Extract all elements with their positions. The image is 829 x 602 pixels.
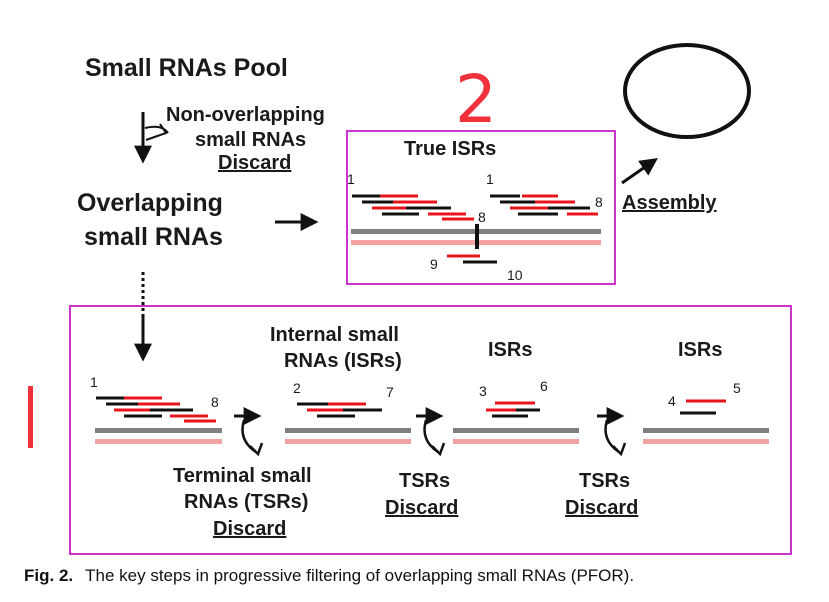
- true-reads-left: [352, 194, 474, 221]
- caption-label: Fig. 2.: [24, 566, 74, 585]
- true-n1a: 1: [347, 171, 355, 187]
- stage4-n4: 4: [668, 393, 676, 409]
- figure-caption: Fig. 2. The key steps in progressive filt…: [24, 566, 634, 586]
- tsr2-discard: Discard: [385, 497, 458, 519]
- stage1-reads: [96, 396, 216, 423]
- stage4-n5: 5: [733, 380, 741, 396]
- stage2-reads: [297, 402, 382, 418]
- tsr2-line1: TSRs: [399, 470, 450, 492]
- annotation-bar: [28, 386, 33, 448]
- stage1-genome-pink: [95, 439, 222, 444]
- pool-label: Small RNAs Pool: [85, 54, 288, 82]
- stage3-genome-gray: [453, 428, 579, 433]
- stage3-n6: 6: [540, 378, 548, 394]
- stage4-title: ISRs: [678, 339, 722, 361]
- caption-text: The key steps in progressive filtering o…: [85, 566, 635, 585]
- stage4-genome-gray: [643, 428, 769, 433]
- true-isrs-box: [346, 130, 616, 285]
- nonoverlap-line2: small RNAs: [195, 129, 306, 151]
- overlapping-line1: Overlapping: [77, 189, 223, 217]
- stage1-genome-gray: [95, 428, 222, 433]
- nonoverlap-discard: Discard: [218, 152, 291, 174]
- assembly-label: Assembly: [622, 192, 717, 214]
- tsr1-line1: Terminal small: [173, 465, 312, 487]
- filter-arrow-3: [597, 407, 627, 457]
- filter-arrow-2: [416, 407, 446, 457]
- stage2-title2: RNAs (ISRs): [284, 350, 402, 372]
- true-n1b: 1: [486, 171, 494, 187]
- stage3-reads: [486, 401, 540, 418]
- stage2-title1: Internal small: [270, 324, 399, 346]
- nonoverlap-line1: Non-overlapping: [166, 104, 325, 126]
- true-n9: 9: [430, 256, 438, 272]
- branch-arrow-head: [145, 123, 168, 141]
- stage2-genome-pink: [285, 439, 411, 444]
- stage2-n2: 2: [293, 380, 301, 396]
- stage4-genome-pink: [643, 439, 769, 444]
- annotation-number: 2: [455, 61, 497, 138]
- branch-arrow: [144, 125, 169, 134]
- overlapping-line2: small RNAs: [84, 223, 223, 251]
- stage2-n7: 7: [386, 384, 394, 400]
- tsr3-line1: TSRs: [579, 470, 630, 492]
- stage1-n8: 8: [211, 394, 219, 410]
- assembled-circle: [623, 43, 751, 139]
- true-n10: 10: [507, 267, 523, 283]
- filtering-box: [69, 305, 792, 555]
- stage1-n1: 1: [90, 374, 98, 390]
- true-reads-right: [490, 194, 598, 216]
- stage2-genome-gray: [285, 428, 411, 433]
- stage3-n3: 3: [479, 383, 487, 399]
- stage3-genome-pink: [453, 439, 579, 444]
- tsr3-discard: Discard: [565, 497, 638, 519]
- assembly-arrow: [621, 157, 658, 185]
- tsr1-discard: Discard: [213, 518, 286, 540]
- tsr1-line2: RNAs (TSRs): [184, 491, 308, 513]
- true-isrs-title: True ISRs: [404, 138, 496, 160]
- true-n8b: 8: [595, 194, 603, 210]
- true-n8a: 8: [478, 209, 486, 225]
- stage3-title: ISRs: [488, 339, 532, 361]
- filter-arrow-1: [234, 407, 264, 457]
